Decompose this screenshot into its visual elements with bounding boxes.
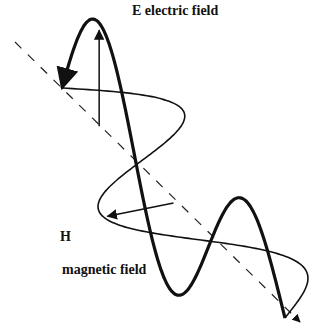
electric-wave: [62, 19, 285, 318]
propagation-axis: [15, 42, 300, 322]
field-label: E electric field: [132, 3, 218, 18]
field-label: magnetic field: [62, 262, 146, 277]
magnetic-vector: [108, 203, 174, 216]
electric-vector: [98, 30, 100, 126]
vector-letter: H: [60, 229, 71, 244]
